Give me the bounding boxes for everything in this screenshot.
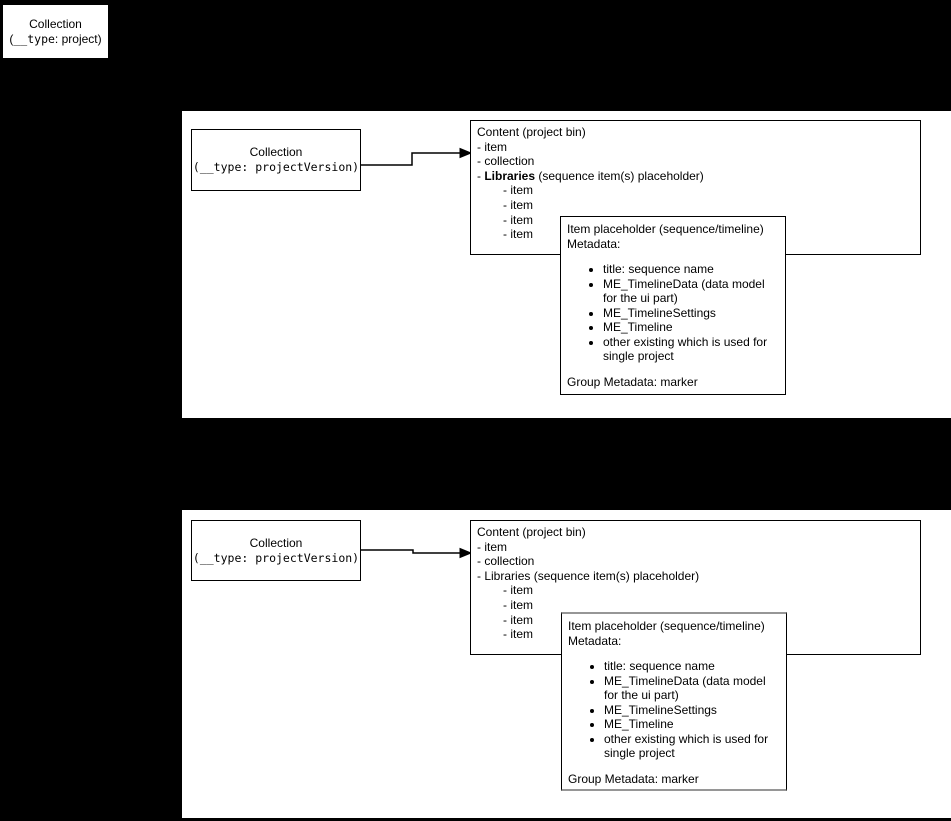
metadata-bullet-list: title: sequence name ME_TimelineData (da… [568, 659, 780, 761]
node-title: Collection [249, 145, 303, 159]
diagram-panel-top: Collection (__type: projectVersion) Cont… [182, 111, 951, 418]
node-collection-projectversion[interactable]: Collection (__type: projectVersion) [191, 520, 361, 581]
node-title: Collection [249, 535, 303, 550]
metadata-bullet: ME_TimelineSettings [604, 703, 780, 718]
metadata-bullet: title: sequence name [604, 659, 780, 674]
node-content-project-bin[interactable]: Content (project bin) - item - collectio… [470, 120, 921, 255]
node-type-line: (__type: project) [9, 31, 102, 46]
content-sub-item: - item [503, 583, 533, 598]
metadata-bullet: title: sequence name [603, 262, 779, 277]
metadata-bullet-list: title: sequence name ME_TimelineData (da… [567, 262, 779, 364]
item-placeholder-title: Item placeholder (sequence/timeline) [568, 619, 765, 633]
content-list-item: - collection [477, 154, 535, 169]
node-item-placeholder[interactable]: Item placeholder (sequence/timeline) Met… [560, 216, 786, 395]
content-list-item: - item [477, 539, 507, 554]
content-sub-item: - item [503, 597, 533, 612]
node-type-line: (__type: projectVersion) [192, 550, 360, 565]
metadata-bullet: ME_Timeline [604, 717, 780, 732]
node-collection-project[interactable]: Collection (__type: project) [2, 4, 109, 59]
group-metadata-line: Group Metadata: marker [568, 771, 699, 786]
metadata-bullet: ME_TimelineData (data model for the ui p… [603, 277, 779, 306]
arrowhead-icon [459, 547, 473, 559]
connector-arrow[interactable] [361, 544, 473, 564]
content-title: Content (project bin) [477, 525, 586, 539]
node-item-placeholder[interactable]: Item placeholder (sequence/timeline) Met… [561, 612, 787, 791]
item-placeholder-title: Item placeholder (sequence/timeline) [567, 222, 764, 236]
content-title: Content (project bin) [477, 125, 586, 139]
content-sub-item: - item [503, 197, 533, 212]
metadata-bullet: ME_Timeline [603, 320, 779, 335]
node-type-line: (__type: projectVersion) [192, 160, 360, 174]
node-collection-projectversion[interactable]: Collection (__type: projectVersion) [191, 129, 361, 191]
content-sub-item: - item [503, 183, 533, 198]
content-sub-item: - item [503, 212, 533, 227]
arrowhead-icon [459, 147, 473, 159]
content-list-item: - collection [477, 554, 535, 569]
metadata-bullet: ME_TimelineSettings [603, 306, 779, 321]
content-sub-item: - item [503, 227, 533, 242]
metadata-label: Metadata: [567, 236, 621, 251]
metadata-bullet: other existing which is used for single … [604, 732, 780, 761]
content-list-item: - item [477, 139, 507, 154]
content-sub-item: - item [503, 627, 533, 642]
content-list-item-libraries: - Libraries (sequence item(s) placeholde… [477, 168, 704, 183]
metadata-bullet: other existing which is used for single … [603, 335, 779, 364]
diagram-panel-bottom: Collection (__type: projectVersion) Cont… [182, 510, 951, 818]
connector-arrow[interactable] [361, 147, 473, 173]
group-metadata-line: Group Metadata: marker [567, 374, 698, 389]
metadata-bullet: ME_TimelineData (data model for the ui p… [604, 674, 780, 703]
content-sub-item: - item [503, 612, 533, 627]
metadata-label: Metadata: [568, 633, 622, 648]
node-title: Collection [29, 16, 82, 31]
content-list-item-libraries: - Libraries (sequence item(s) placeholde… [477, 568, 700, 583]
